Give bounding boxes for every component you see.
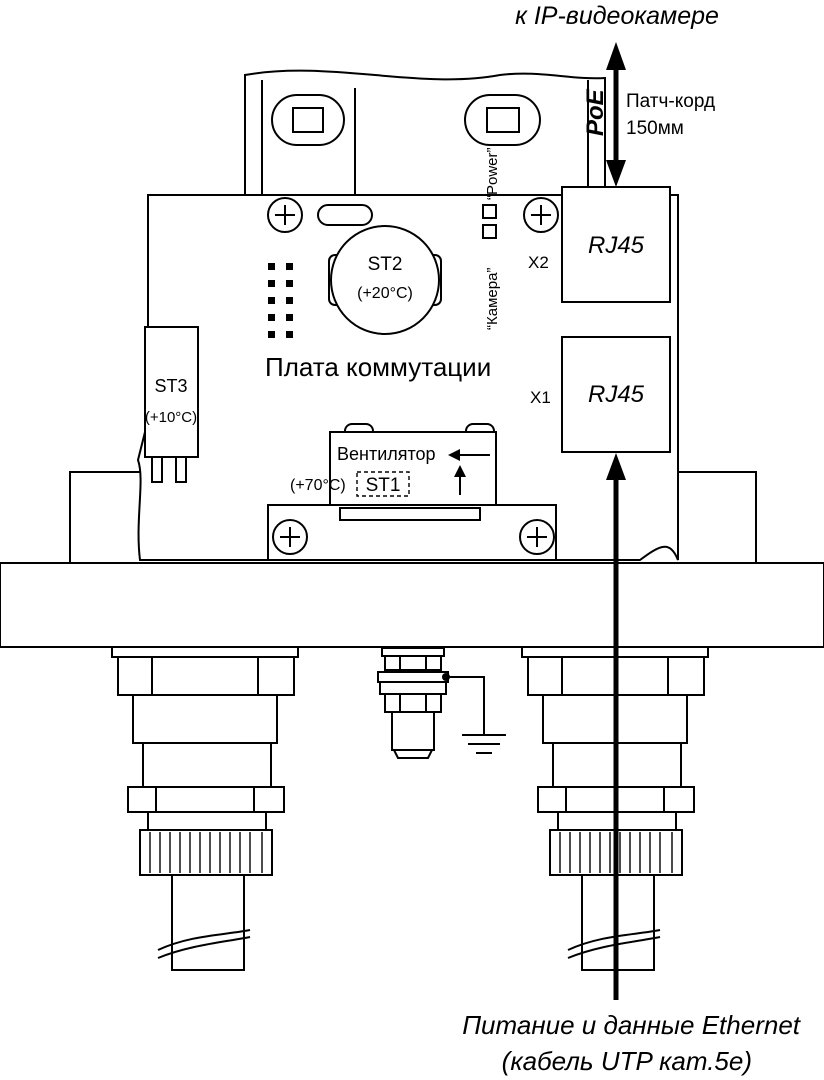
st2-label: ST2 (368, 254, 403, 275)
board-slot (317, 204, 373, 226)
bottom-caption-line2: (кабель UTP кат.5е) (502, 1046, 752, 1076)
poe-label: PoE (582, 88, 609, 136)
st3-label: ST3 (154, 376, 187, 396)
fan-label: Вентилятор (337, 444, 436, 464)
st2-thermostat: ST2 (+20°C) (328, 225, 442, 335)
ground-bolt (377, 647, 506, 759)
st1-temp-label: (+70°C) (290, 477, 346, 494)
ethernet-cable-arrow (606, 453, 626, 1000)
x2-label: X2 (528, 253, 549, 272)
patch-cord-label: Патч-корд (626, 91, 715, 112)
screw-icon (523, 197, 559, 233)
screw-icon (267, 197, 303, 233)
st1-label: ST1 (366, 475, 401, 496)
led-power-label: “Power” (484, 147, 501, 200)
left-cable-gland (111, 646, 299, 971)
st3-thermostat: ST3 (+10°C) (144, 326, 199, 483)
bottom-caption-line1: Питание и данные Ethernet (462, 1010, 802, 1040)
st3-temp-label: (+10°C) (145, 409, 197, 426)
base-plate (0, 562, 824, 648)
to-camera-label: к IP-видеокамере (515, 2, 719, 30)
fan-connector: Вентилятор (+70°C) ST1 (290, 423, 497, 513)
rj45-x2-label: RJ45 (588, 232, 645, 259)
screw-icon (272, 519, 308, 555)
ground-icon (462, 734, 506, 754)
board-screws (267, 197, 559, 233)
st2-temp-label: (+20°C) (357, 285, 413, 302)
rj45-x2: RJ45 X2 (528, 186, 671, 303)
status-leds: “Камера” “Power” (482, 147, 501, 330)
board-title: Плата коммутации (265, 352, 491, 382)
bottom-bar (267, 504, 557, 561)
connector-pins (268, 263, 293, 338)
led-camera-label: “Камера” (484, 268, 501, 330)
poe-arrow (606, 42, 626, 187)
rj45-x1: RJ45 X1 (530, 336, 671, 453)
mounting-bracket (244, 69, 606, 196)
patch-cord-length-label: 150мм (626, 118, 684, 139)
rj45-x1-label: RJ45 (588, 381, 645, 408)
x1-label: X1 (530, 388, 551, 407)
screw-icon (519, 519, 555, 555)
